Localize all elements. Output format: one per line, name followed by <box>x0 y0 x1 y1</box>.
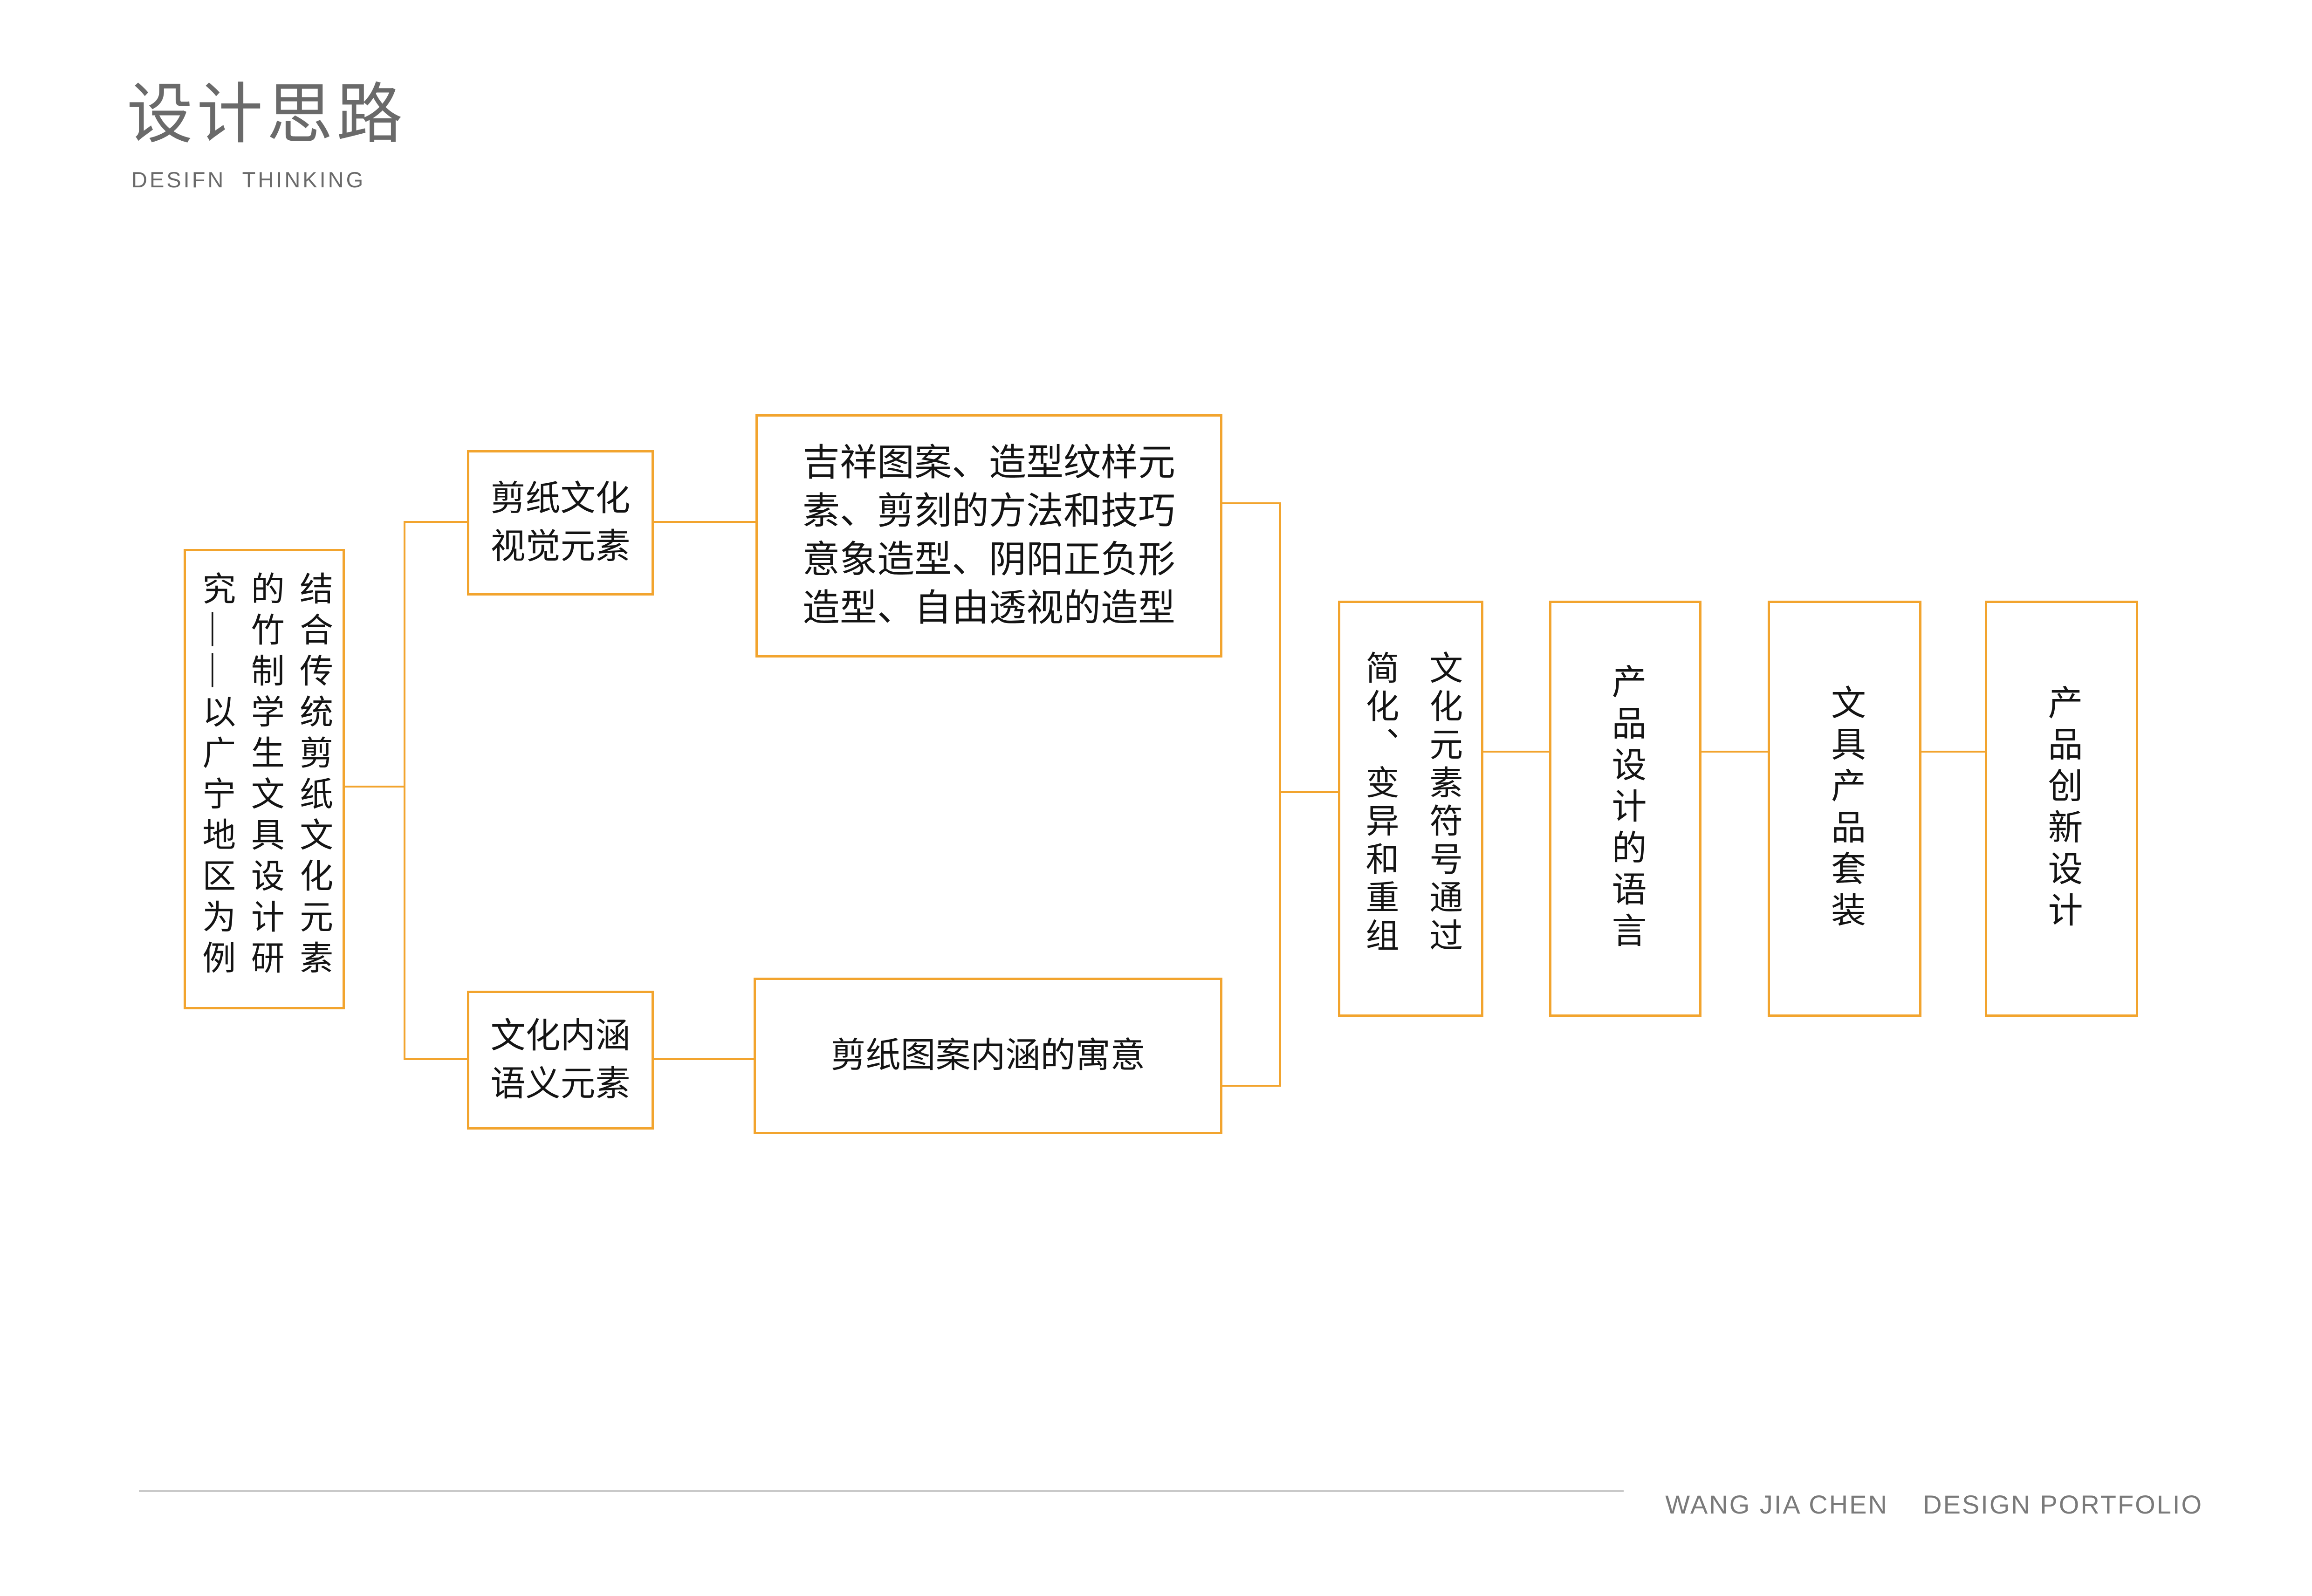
connector-trunk-to-merge <box>1279 791 1340 793</box>
node-root-label: 结合传统剪纸文化元素的竹制学生文具设计研究——以广宁地区为例 <box>197 571 332 981</box>
node-semantic-branch: 文化内涵 语义元素 <box>467 991 654 1130</box>
connector-branch-trunk <box>404 521 405 1060</box>
footer-credit: WANG JIA CHEN DESIGN PORTFOLIO <box>1665 1490 2203 1519</box>
connector-merge-trunk <box>1279 502 1281 1087</box>
connector-to-semantic-branch <box>404 1058 469 1060</box>
connector-design-language-to-set <box>1700 751 1770 753</box>
node-design-language-label: 产品设计的语言 <box>1606 664 1645 954</box>
node-merge-label: 文化元素符号通过简化、变异和重组 <box>1360 650 1461 956</box>
node-stationery-set-label: 文具产品套装 <box>1825 684 1864 933</box>
page-title: 设计思路 <box>127 77 406 151</box>
node-merge: 文化元素符号通过简化、变异和重组 <box>1338 601 1483 1017</box>
connector-visual-detail-out <box>1221 502 1281 504</box>
node-semantic-detail: 剪纸图案内涵的寓意 <box>754 978 1222 1134</box>
connector-root-out <box>345 786 405 788</box>
node-visual-branch: 剪纸文化 视觉元素 <box>467 450 654 596</box>
node-visual-branch-label: 剪纸文化 视觉元素 <box>490 479 631 567</box>
node-innovation: 产品创新设计 <box>1985 601 2138 1017</box>
connector-semantic-branch-to-detail <box>652 1058 755 1060</box>
page-subtitle: DESIFN THINKING <box>131 167 366 192</box>
connector-set-to-innovation <box>1920 751 1987 753</box>
connector-to-visual-branch <box>404 521 469 523</box>
connector-merge-to-design-language <box>1482 751 1551 753</box>
connector-semantic-detail-out <box>1221 1085 1281 1087</box>
node-design-language: 产品设计的语言 <box>1549 601 1701 1017</box>
node-stationery-set: 文具产品套装 <box>1768 601 1921 1017</box>
node-visual-detail-label: 吉祥图案、造型纹样元 素、剪刻的方法和技巧 意象造型、阴阳正负形 造型、自由透视… <box>803 443 1175 629</box>
node-semantic-detail-label: 剪纸图案内涵的寓意 <box>830 1036 1146 1075</box>
node-visual-detail: 吉祥图案、造型纹样元 素、剪刻的方法和技巧 意象造型、阴阳正负形 造型、自由透视… <box>755 414 1222 658</box>
node-innovation-label: 产品创新设计 <box>2042 684 2081 933</box>
node-root: 结合传统剪纸文化元素的竹制学生文具设计研究——以广宁地区为例 <box>184 549 345 1009</box>
node-semantic-branch-label: 文化内涵 语义元素 <box>490 1016 631 1104</box>
connector-visual-branch-to-detail <box>652 521 757 523</box>
footer-divider <box>139 1490 1624 1492</box>
